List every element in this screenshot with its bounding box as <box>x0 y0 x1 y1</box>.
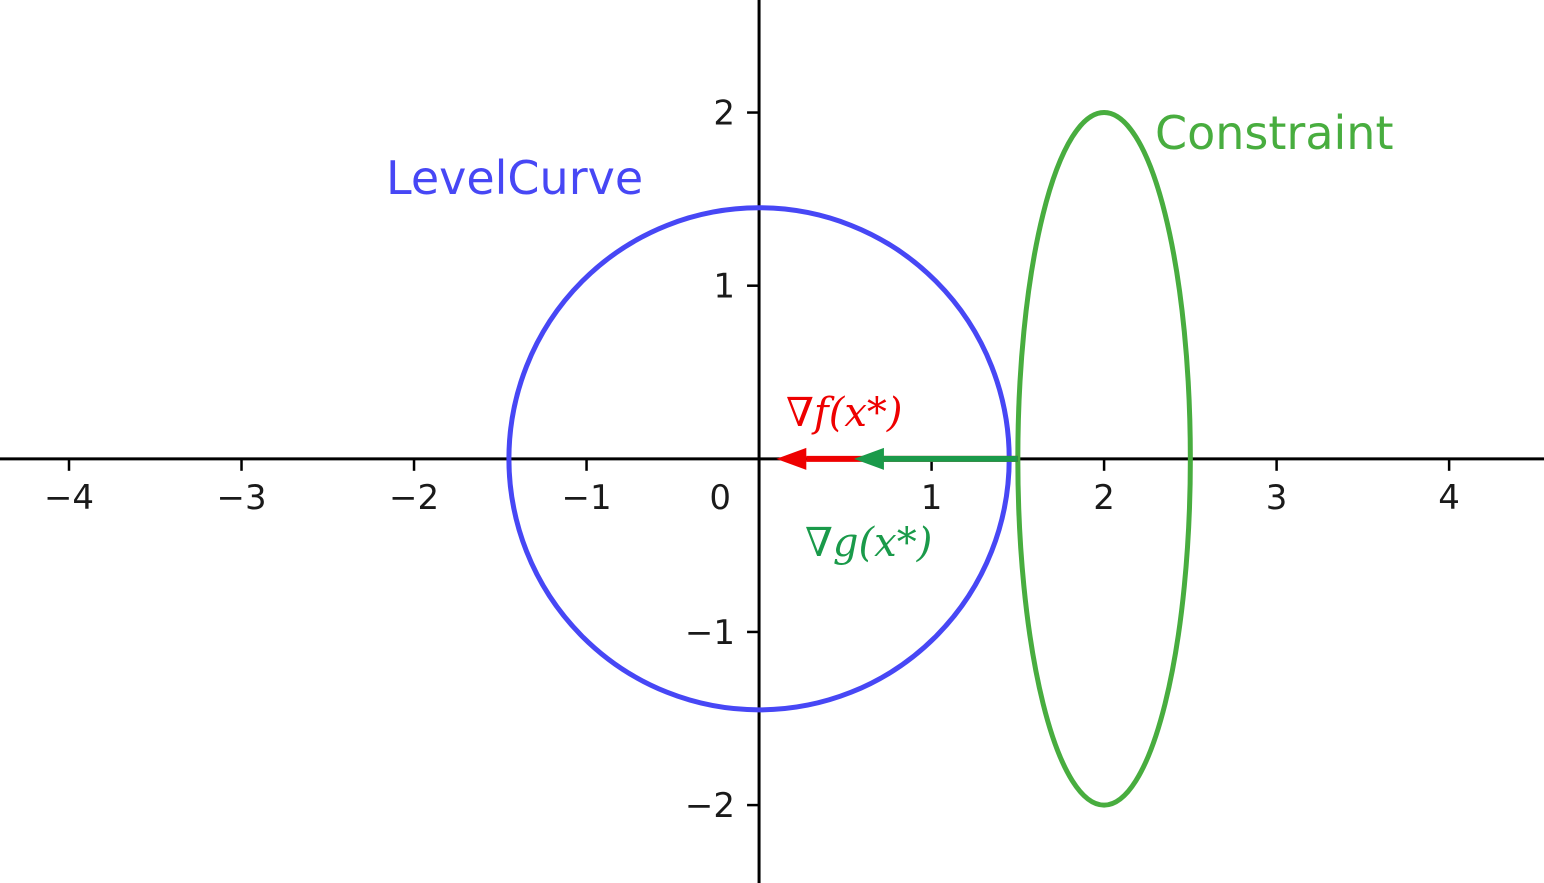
labels: LevelCurve Constraint ∇f(x*) ∇g(x*) <box>386 106 1394 566</box>
x-tick-label: −3 <box>216 478 266 518</box>
x-tick-label: −1 <box>561 478 611 518</box>
x-tick-label: 3 <box>1266 478 1288 518</box>
x-tick-label: −2 <box>389 478 439 518</box>
y-tick-label: −1 <box>685 613 735 653</box>
grad-g-label: ∇g(x*) <box>805 520 932 566</box>
x-tick-label: 1 <box>921 478 943 518</box>
constraint-label: Constraint <box>1155 106 1394 160</box>
grad-f-label: ∇f(x*) <box>786 390 903 436</box>
grad-f-arrow-head <box>776 447 807 470</box>
level-curve-label: LevelCurve <box>386 151 643 205</box>
x-tick-label: 4 <box>1438 478 1460 518</box>
grad-g-arrow-head <box>853 447 884 470</box>
origin-label: 0 <box>709 478 731 518</box>
gradient-vectors <box>776 447 1018 470</box>
x-tick-label: 2 <box>1093 478 1115 518</box>
x-tick-label: −4 <box>44 478 94 518</box>
y-tick-label: 2 <box>713 94 735 134</box>
y-tick-label: −2 <box>685 786 735 826</box>
y-tick-label: 1 <box>713 267 735 307</box>
